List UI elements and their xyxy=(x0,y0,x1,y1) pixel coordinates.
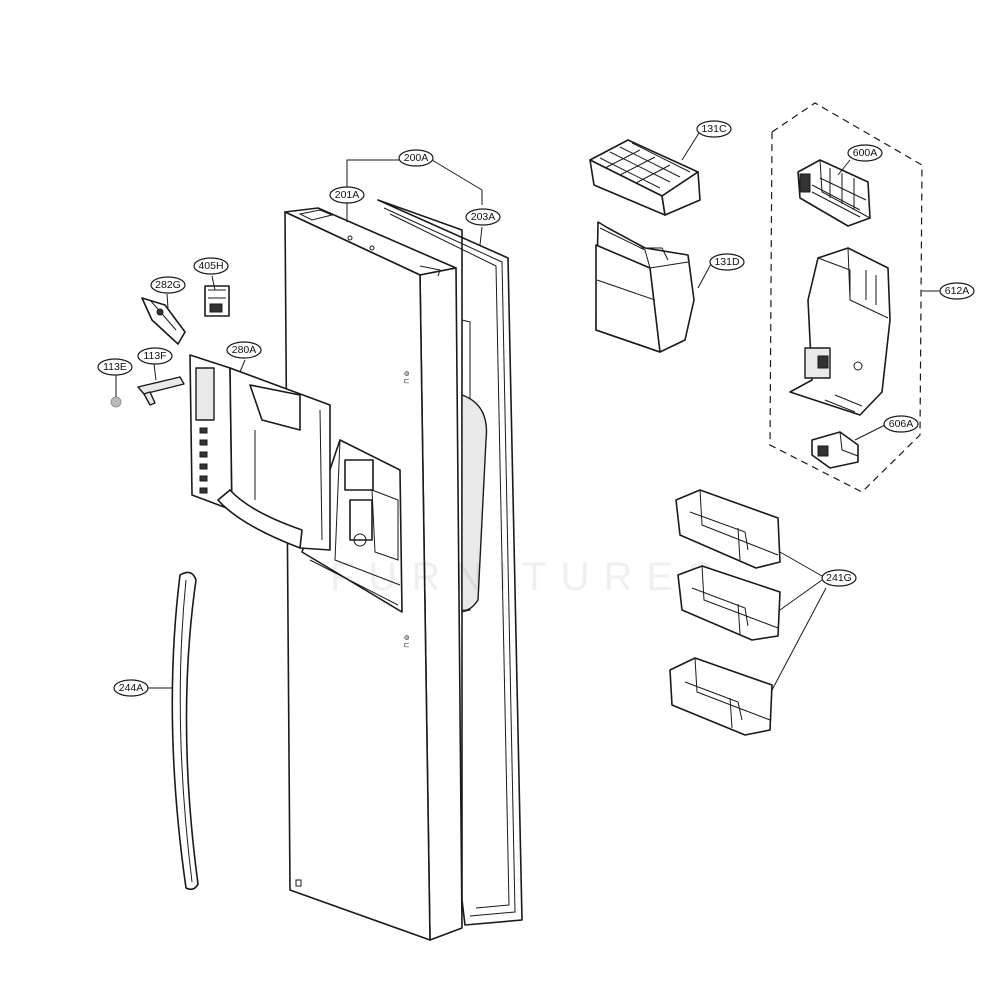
callout-612a-label: 612A xyxy=(945,285,970,297)
callout-282g-label: 282G xyxy=(155,279,181,291)
callout-113f: 113F xyxy=(137,347,173,365)
callout-606a-label: 606A xyxy=(889,418,914,430)
callout-600a-label: 600A xyxy=(853,147,878,159)
part-282g xyxy=(141,297,186,345)
ice-bin-body xyxy=(595,221,695,353)
door-mark-upper: ⊓ ⊚ xyxy=(403,370,411,384)
callout-113e-label: 113E xyxy=(103,361,127,373)
watermark: FURNITURES xyxy=(330,555,728,599)
callout-113e: 113E xyxy=(97,358,133,376)
part-606a xyxy=(811,431,859,469)
door-bin-2 xyxy=(677,565,781,641)
callout-244a: 244A xyxy=(113,679,149,697)
callout-282g: 282G xyxy=(150,276,186,294)
dispenser-buttons xyxy=(199,427,208,494)
part-113e xyxy=(110,396,122,408)
callout-131c-label: 131C xyxy=(701,123,727,135)
part-113f xyxy=(137,376,185,406)
callout-131d: 131D xyxy=(709,253,745,271)
callout-600a: 600A xyxy=(847,144,883,162)
callout-280a: 280A xyxy=(226,341,262,359)
callout-280a-label: 280A xyxy=(232,344,257,356)
icemaker xyxy=(797,159,871,227)
door-bin-3 xyxy=(669,657,773,736)
callout-131d-label: 131D xyxy=(714,256,740,268)
door-mark-lower: ⊓ ⊚ xyxy=(403,634,411,648)
callout-131c: 131C xyxy=(696,120,732,138)
callout-244a-label: 244A xyxy=(119,682,144,694)
part-405h xyxy=(204,285,230,317)
callout-612a: 612A xyxy=(939,282,975,300)
callout-201a-label: 201A xyxy=(335,189,360,201)
callout-405h-label: 405H xyxy=(198,260,223,272)
callout-201a: 201A xyxy=(329,186,365,204)
callout-203a-label: 203A xyxy=(471,211,496,223)
door-bin-1 xyxy=(675,489,781,569)
callout-241g: 241G xyxy=(821,569,857,587)
ice-bin-cover xyxy=(589,139,701,216)
callout-203a: 203A xyxy=(465,208,501,226)
callout-200a-label: 200A xyxy=(404,152,429,164)
leader-lines xyxy=(115,132,940,691)
icemaker-assembly-group xyxy=(769,102,923,493)
dispenser-cover-assembly xyxy=(189,354,331,551)
callout-113f-label: 113F xyxy=(143,350,166,362)
icemaker-housing xyxy=(789,247,891,416)
callout-241g-label: 241G xyxy=(826,572,852,584)
callout-606a: 606A xyxy=(883,415,919,433)
callout-405h: 405H xyxy=(193,257,229,275)
door-handle xyxy=(171,571,199,891)
door-gasket xyxy=(377,199,523,926)
callout-200a: 200A xyxy=(398,149,434,167)
